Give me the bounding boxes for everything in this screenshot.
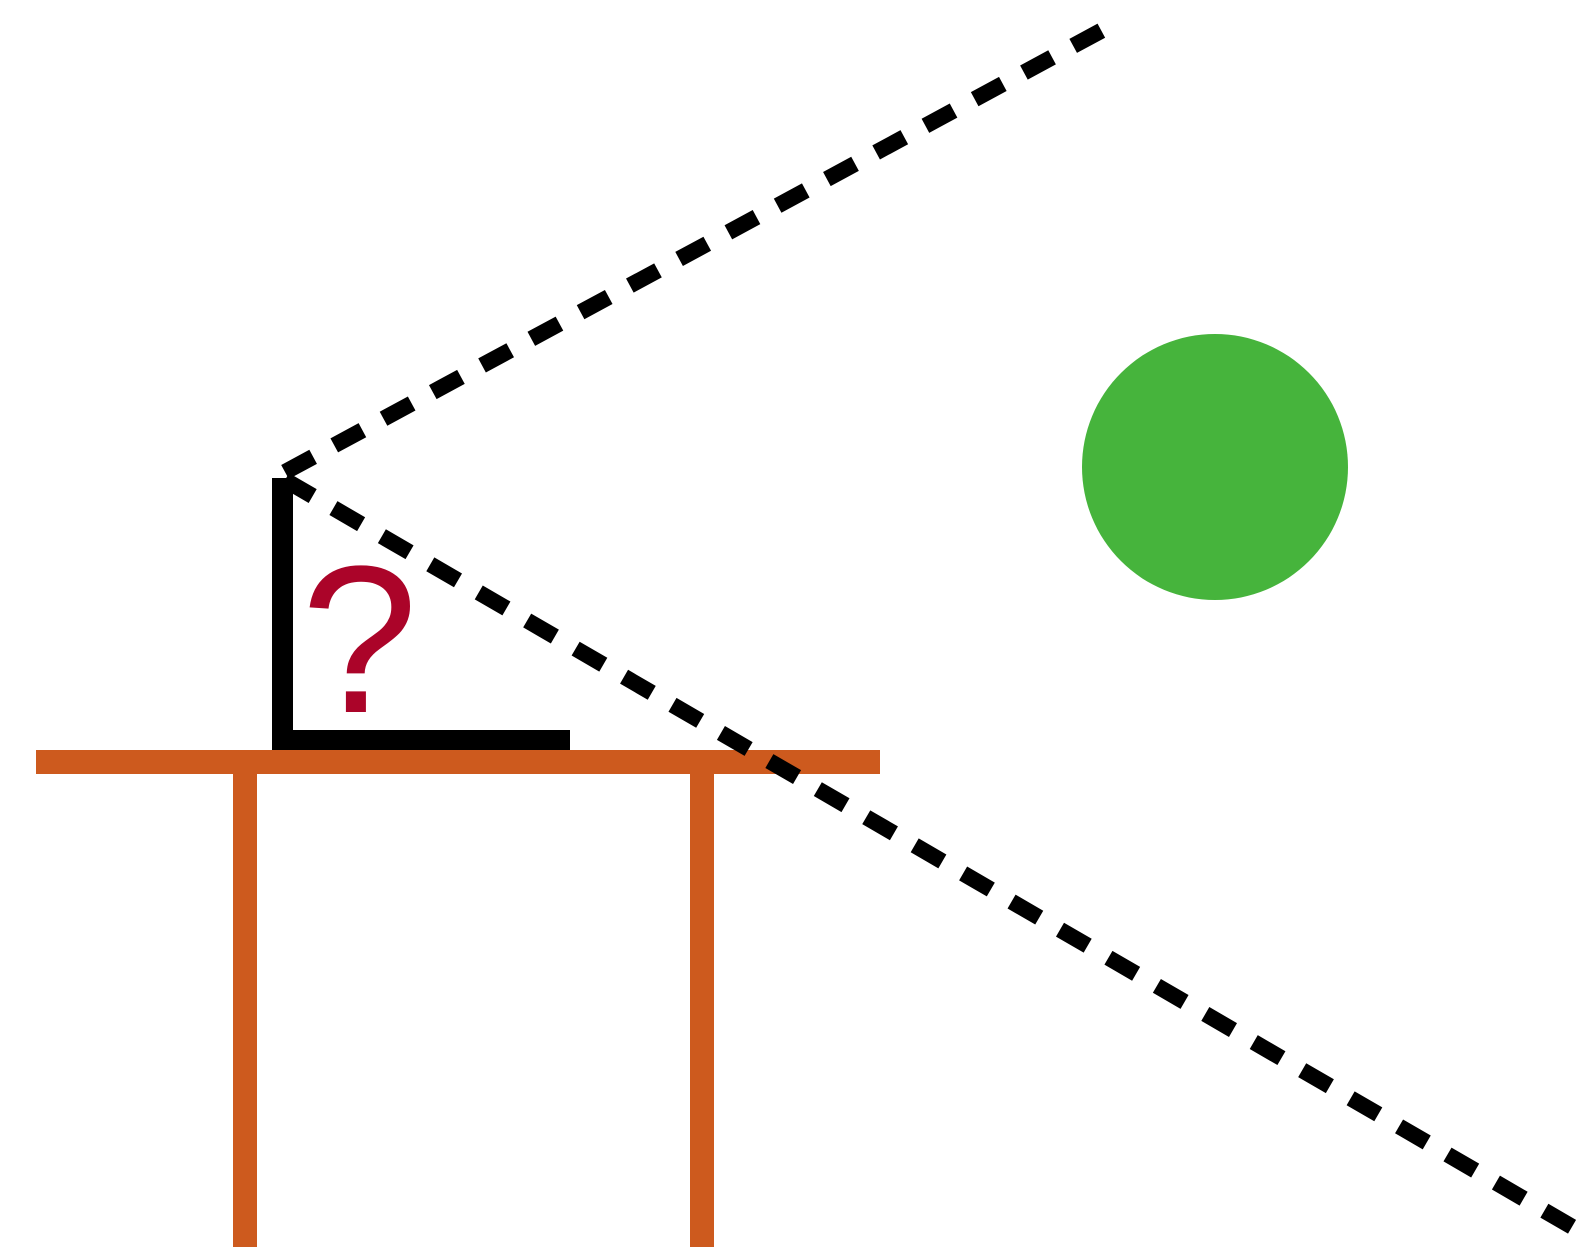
book-spine-vertical bbox=[272, 478, 293, 746]
sight-lines bbox=[285, 26, 1588, 1236]
lower-sight-line bbox=[285, 480, 1588, 1236]
table-leg-left bbox=[233, 774, 257, 1247]
table-top bbox=[36, 750, 880, 774]
table-leg-right bbox=[690, 774, 714, 1247]
green-ball bbox=[1082, 334, 1348, 600]
table bbox=[36, 750, 880, 1247]
upper-sight-line bbox=[285, 26, 1110, 472]
question-mark: ? bbox=[301, 522, 418, 757]
